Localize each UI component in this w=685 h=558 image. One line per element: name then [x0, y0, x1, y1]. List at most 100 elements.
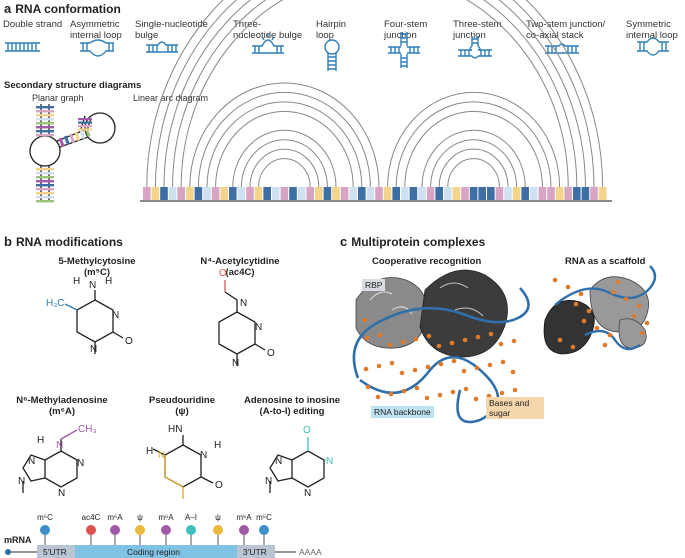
modification-pin-label: m⁶A — [158, 513, 174, 522]
base-pair-arc — [163, 0, 586, 188]
base-sugar-dot — [450, 389, 456, 395]
rna-backbone-scaffold — [554, 265, 657, 351]
arc-nucleotide-tile — [538, 187, 547, 200]
base-pair-arc — [154, 0, 595, 188]
three-bulge-icon — [252, 34, 284, 54]
atom-n: N — [255, 322, 262, 333]
base-sugar-dot — [552, 277, 558, 283]
atom-n: N — [200, 450, 207, 461]
base-sugar-dot — [512, 387, 518, 393]
base-sugar-dot — [607, 332, 613, 338]
planar-base-pair — [78, 121, 92, 124]
base-pair-arc — [258, 158, 311, 188]
atom-n: N — [275, 456, 282, 467]
arc-nucleotide-tile — [495, 187, 504, 200]
rna-backbone-coop — [352, 287, 530, 424]
three-stem-icon — [458, 36, 492, 59]
base-pair-arc — [387, 91, 561, 188]
four-stem-icon — [388, 32, 420, 68]
label-three-stem: Three-stem junction — [453, 19, 502, 41]
scaffold-protein-right — [589, 276, 649, 349]
atom-h: H — [214, 440, 221, 451]
base-sugar-dot — [388, 391, 394, 397]
panel-letter: c — [340, 234, 348, 249]
base-sugar-dot — [565, 284, 571, 290]
modification-pin-label: ψ — [215, 513, 221, 522]
base-pair-arc — [430, 139, 518, 188]
base-sugar-dot — [451, 358, 457, 364]
planar-base-pair — [78, 125, 92, 128]
arc-nucleotide-tile — [547, 187, 555, 200]
base-sugar-dot — [581, 318, 587, 324]
label-two-stem: Two-stem junction/ co-axial stack — [526, 19, 606, 41]
arc-nucleotide-tile — [444, 187, 452, 200]
arc-nucleotide-tile — [220, 187, 228, 200]
base-sugar-dot — [475, 334, 481, 340]
base-sugar-dot — [462, 337, 468, 343]
planar-base-pair — [58, 137, 65, 148]
panel-title: RNA conformation — [15, 2, 121, 16]
base-sugar-dot — [387, 342, 393, 348]
arc-nucleotide-tile — [555, 187, 564, 200]
mod-psi-name: Pseudouridine(ψ) — [149, 395, 215, 417]
base-sugar-dot — [413, 336, 419, 342]
arc-nucleotide-tile — [203, 187, 211, 200]
arc-nucleotide-tile — [426, 187, 435, 200]
base-sugar-dot — [631, 313, 637, 319]
base-pair-arc — [206, 101, 363, 188]
planar-base-pair — [36, 196, 54, 199]
base-pair-arc — [421, 129, 526, 188]
arc-nucleotide-tile — [573, 187, 581, 200]
planar-base-pair — [36, 180, 54, 183]
planar-base-pair — [36, 200, 54, 203]
atom-h: H — [37, 435, 44, 446]
base-sugar-dot — [488, 331, 494, 337]
modification-pin — [40, 525, 50, 535]
atom-n: N — [58, 488, 65, 499]
base-sugar-dot — [557, 337, 563, 343]
base-sugar-dot — [365, 384, 371, 390]
arc-nucleotide-tile — [375, 187, 383, 200]
base-pair-arc — [240, 139, 328, 188]
planar-graph-label: Planar graph — [32, 93, 84, 103]
base-sugar-dot — [463, 386, 469, 392]
arc-nucleotide-tile — [590, 187, 598, 200]
base-sugar-dot — [400, 339, 406, 345]
atom-h: H — [105, 276, 112, 287]
arc-nucleotide-tile — [332, 187, 340, 200]
arc-nucleotide-tile — [160, 187, 168, 200]
base-sugar-dot — [586, 308, 592, 314]
arc-nucleotide-tile — [272, 187, 280, 200]
base-sugar-dot — [623, 296, 629, 302]
planar-base-pair — [74, 131, 81, 142]
arc-nucleotide-tile — [340, 187, 349, 200]
hairpin-icon — [324, 39, 340, 71]
arc-nucleotide-tile — [177, 187, 185, 200]
arc-nucleotide-tile — [263, 187, 271, 200]
double-strand-icon — [5, 42, 40, 52]
arc-nucleotide-tile — [383, 187, 392, 200]
panel-letter: b — [4, 234, 12, 249]
arc-nucleotide-tile — [504, 187, 512, 200]
arc-nucleotide-tile — [323, 187, 332, 200]
label-double-strand: Double strand — [3, 19, 63, 30]
atom-n: N — [232, 358, 239, 369]
atom-n: N — [265, 476, 272, 487]
base-sugar-dot — [594, 325, 600, 331]
rna-scaffold-title: RNA as a scaffold — [565, 256, 646, 267]
atom-o: O — [219, 268, 227, 279]
modification-pin — [135, 525, 145, 535]
single-bulge-icon — [146, 41, 178, 53]
base-sugar-dot — [573, 301, 579, 307]
base-sugar-dot — [498, 341, 504, 347]
atom-o: O — [303, 425, 311, 436]
arc-nucleotide-tile — [151, 187, 160, 200]
base-sugar-dot — [500, 359, 506, 365]
base-pair-arc — [146, 0, 604, 188]
modification-pin-label: ψ — [137, 513, 143, 522]
base-sugar-dot — [474, 365, 480, 371]
modification-pin — [110, 525, 120, 535]
